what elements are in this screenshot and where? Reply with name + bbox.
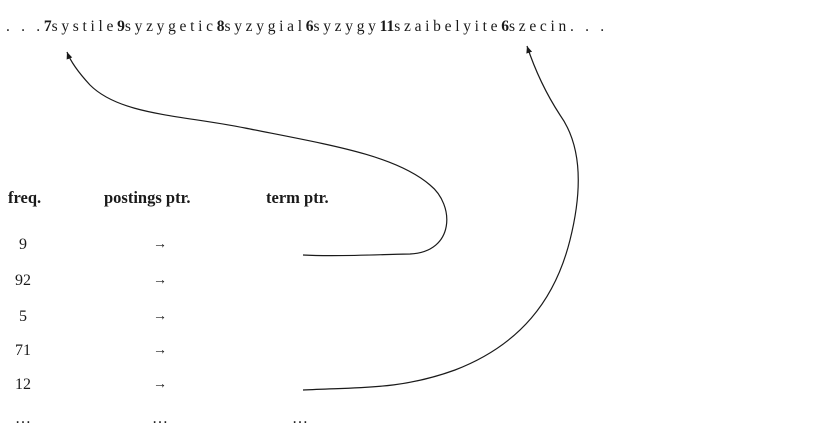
length-prefix-szaibelyite: 11 bbox=[379, 18, 395, 35]
term-syzygial: syzygial bbox=[224, 18, 306, 35]
term-szaibelyite: szaibelyite bbox=[394, 18, 502, 35]
length-prefix-syzygy: 6 bbox=[305, 18, 314, 35]
postings-ptr-arrow-row-1: → bbox=[153, 237, 167, 252]
postings-ptr-arrow-row-2: → bbox=[153, 273, 167, 288]
postings-ptr-arrow-row-3: → bbox=[153, 309, 167, 324]
term-ptr-ellipsis: … bbox=[292, 410, 308, 427]
postings-ptr-arrow-row-4: → bbox=[153, 343, 167, 358]
term-syzygy: syzygy bbox=[313, 18, 380, 35]
length-prefix-szecin: 6 bbox=[501, 18, 510, 35]
term-szecin: szecin bbox=[509, 18, 570, 35]
header-term-ptr: term ptr. bbox=[266, 188, 329, 207]
term-systile: systile bbox=[51, 18, 118, 35]
term-pointer-curve-row-1 bbox=[66, 51, 448, 257]
freq-cell-row-1: 9 bbox=[19, 236, 27, 253]
header-freq: freq. bbox=[8, 188, 42, 207]
term-syzygetic: syzygetic bbox=[124, 18, 217, 35]
length-prefix-syzygetic: 9 bbox=[117, 18, 125, 35]
freq-cell-row-2: 92 bbox=[15, 272, 31, 289]
freq-ellipsis: … bbox=[15, 410, 31, 427]
length-prefix-syzygial: 8 bbox=[216, 18, 225, 35]
freq-cell-row-5: 12 bbox=[15, 376, 31, 393]
dictionary-term-string: . . .7systile9syzygetic8syzygial6syzygy1… bbox=[6, 18, 826, 36]
header-postings-ptr: postings ptr. bbox=[104, 188, 191, 207]
postings-ellipsis: … bbox=[152, 410, 168, 427]
term-pointer-curve-row-5 bbox=[302, 45, 579, 391]
length-prefix-systile: 7 bbox=[43, 18, 52, 35]
freq-cell-row-4: 71 bbox=[15, 342, 31, 359]
leading-ellipsis: . . . bbox=[6, 18, 44, 35]
trailing-ellipsis: . . . bbox=[569, 18, 608, 35]
freq-cell-row-3: 5 bbox=[19, 308, 27, 325]
postings-ptr-arrow-row-5: → bbox=[153, 377, 167, 392]
